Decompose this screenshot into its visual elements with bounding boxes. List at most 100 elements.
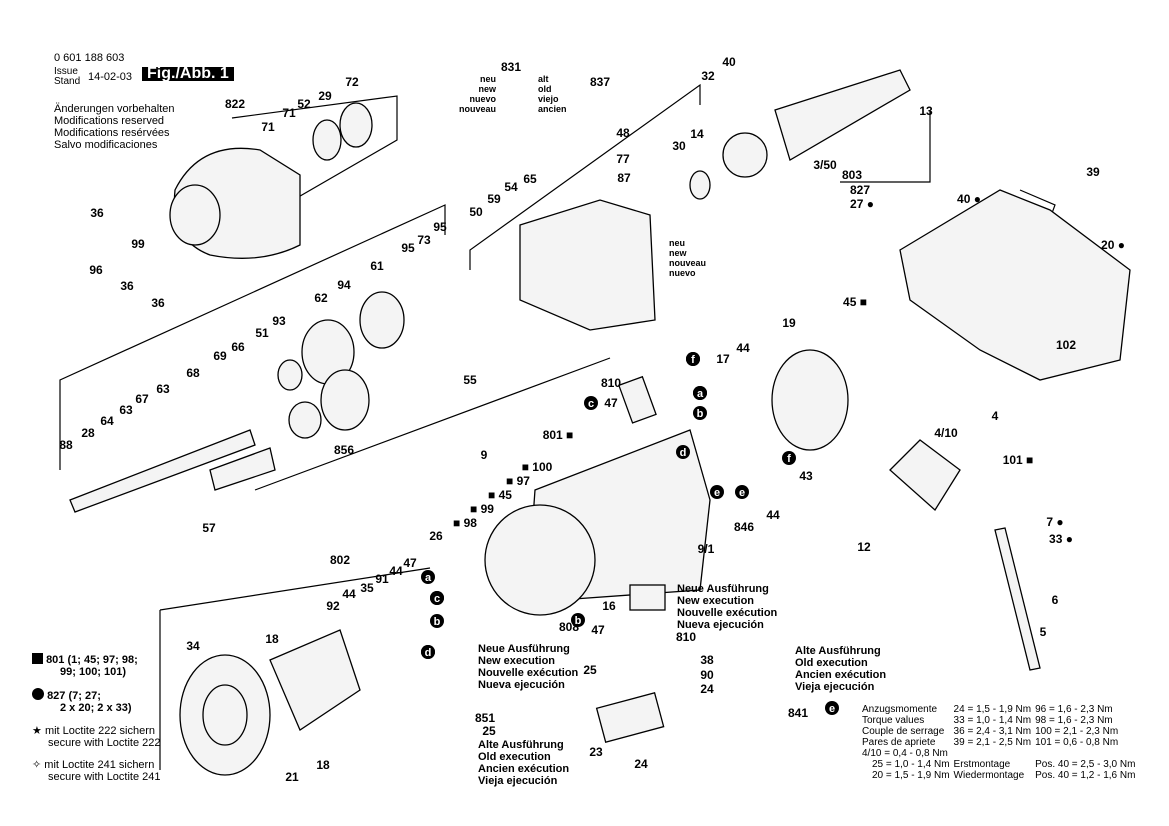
armature xyxy=(774,69,911,161)
part-label: 71 xyxy=(282,106,296,120)
part-label: 23 xyxy=(589,745,603,759)
part-label: 99 xyxy=(131,237,145,251)
bearing-29 xyxy=(312,119,342,161)
part-label: 14 xyxy=(690,127,704,141)
part-label: 52 xyxy=(297,97,311,111)
part-labels: 8227171522972369996363683183748778750595… xyxy=(59,55,1125,784)
part-label: 63 xyxy=(156,382,170,396)
part-label: 827 xyxy=(850,183,870,197)
issue-stand: Issue Stand xyxy=(54,67,80,87)
part-label: 71 xyxy=(261,120,275,134)
part-label: 822 xyxy=(225,97,245,111)
spindle-28 xyxy=(69,429,256,513)
part-label: 3/50 xyxy=(813,158,837,172)
assembly-frames xyxy=(59,83,1056,770)
part-label: 39 xyxy=(1086,165,1100,179)
connection-marker: b xyxy=(693,406,707,420)
part-label: 90 xyxy=(700,668,714,682)
part-label: 32 xyxy=(701,69,715,83)
part-label: 47 xyxy=(604,396,618,410)
part-label: 27 ● xyxy=(850,197,874,211)
part-label: ■ 100 xyxy=(522,460,553,474)
star-icon: ★ xyxy=(32,725,42,737)
part-label: 44 xyxy=(389,564,403,578)
part-label: 54 xyxy=(504,180,518,194)
connection-marker: b xyxy=(430,614,444,628)
connection-marker: c xyxy=(430,591,444,605)
clutch-bore xyxy=(202,684,248,746)
part-label: 57 xyxy=(202,521,216,535)
svg-text:e: e xyxy=(829,703,835,715)
circle-icon xyxy=(32,688,44,700)
connection-marker: e xyxy=(735,485,749,499)
part-label: 62 xyxy=(314,291,328,305)
part-label: 16 xyxy=(602,599,616,613)
gear-housing-bore xyxy=(169,184,221,246)
part-label: 94 xyxy=(337,278,351,292)
gear-61 xyxy=(359,291,405,349)
part-label: 88 xyxy=(59,438,73,452)
part-number: 0 601 188 603 xyxy=(54,52,125,64)
square-icon xyxy=(32,653,43,664)
spring-856 xyxy=(288,401,322,439)
issue-label: Issue xyxy=(54,66,78,77)
gear-group-frame xyxy=(59,204,446,470)
part-label: 34 xyxy=(186,639,200,653)
part-label: 96 xyxy=(89,263,103,277)
svg-text:c: c xyxy=(434,593,440,605)
part-label: ■ 98 xyxy=(453,516,477,530)
part-label: 831 xyxy=(501,60,521,74)
svg-text:d: d xyxy=(680,447,687,459)
drive-frame xyxy=(254,357,611,491)
part-label: 810 xyxy=(676,630,696,644)
gear-856 xyxy=(320,369,370,431)
switch-4 xyxy=(889,439,961,511)
svg-text:a: a xyxy=(425,572,432,584)
part-label: 55 xyxy=(463,373,477,387)
part-label: 24 xyxy=(634,757,648,771)
connection-marker: f xyxy=(686,352,700,366)
part-label: 26 xyxy=(429,529,443,543)
svg-text:f: f xyxy=(787,453,791,465)
part-label: 9 xyxy=(481,448,488,462)
part-label: 87 xyxy=(617,171,631,185)
connection-marker: d xyxy=(421,645,435,659)
part-label: 48 xyxy=(616,126,630,140)
part-label: 36 xyxy=(151,296,165,310)
rectangle-9 xyxy=(618,375,657,424)
part-label: 7 ● xyxy=(1046,515,1063,529)
svg-text:e: e xyxy=(739,487,745,499)
armature-frame xyxy=(840,110,931,183)
part-label: 24 xyxy=(700,682,714,696)
part-label: 21 xyxy=(285,770,299,784)
legend-square: 801 (1; 45; 97; 98;99; 100; 101) xyxy=(32,653,138,678)
svg-text:b: b xyxy=(434,616,441,628)
connection-marker: c xyxy=(584,396,598,410)
part-label: 4/10 xyxy=(934,426,958,440)
parts xyxy=(69,69,1131,776)
svg-text:e: e xyxy=(714,487,720,499)
svg-text:b: b xyxy=(697,408,704,420)
part-label: 810 xyxy=(601,376,621,390)
part-label: 5 xyxy=(1040,625,1047,639)
part-label: 50 xyxy=(469,205,483,219)
part-label: 95 xyxy=(401,241,415,255)
part-label: 61 xyxy=(370,259,384,273)
note-fr: Modifications resérvées xyxy=(54,127,170,139)
motor-housing-frame xyxy=(469,83,701,270)
svg-text:c: c xyxy=(588,398,594,410)
part-label: 47 xyxy=(403,556,417,570)
part-label: 13 xyxy=(919,104,933,118)
part-label: 29 xyxy=(318,89,332,103)
part-label: 92 xyxy=(326,599,340,613)
part-label: 36 xyxy=(90,206,104,220)
part-label: 19 xyxy=(782,316,796,330)
part-label: 25 xyxy=(482,724,496,738)
